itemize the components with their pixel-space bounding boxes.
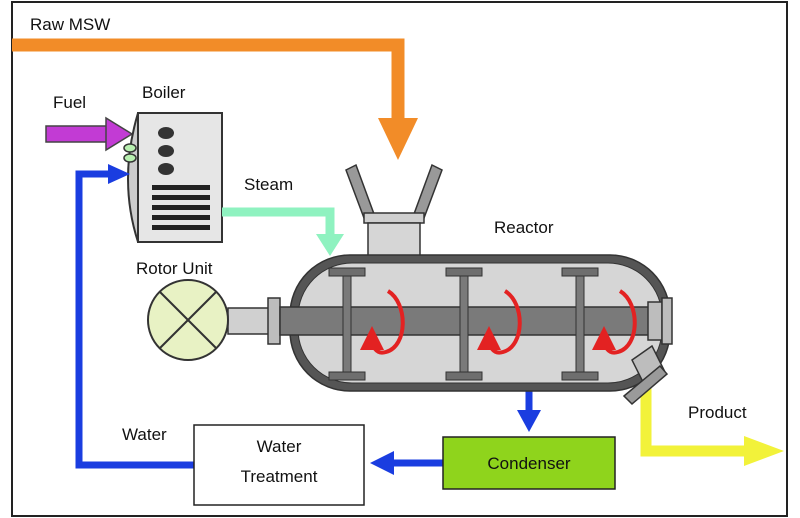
water-treatment-label-line1: Water xyxy=(257,437,302,456)
mixing-arrow-3 xyxy=(592,289,637,355)
water-return-arrow xyxy=(75,164,194,469)
reactor-paddle-3 xyxy=(561,267,599,381)
water-label: Water xyxy=(122,425,167,444)
steam-label: Steam xyxy=(244,175,293,194)
fuel-label: Fuel xyxy=(53,93,86,112)
rotor-unit xyxy=(147,279,229,361)
water-treatment-label-line2: Treatment xyxy=(241,467,318,486)
steam-arrow xyxy=(222,207,344,256)
mixing-arrow-2 xyxy=(477,289,522,355)
raw-msw-label: Raw MSW xyxy=(30,15,110,34)
condenser-to-treatment-arrow xyxy=(370,451,443,475)
product-arrow xyxy=(640,388,784,466)
mixing-arrow-1 xyxy=(360,289,405,355)
product-label: Product xyxy=(688,403,747,422)
fuel-arrow xyxy=(45,116,134,152)
boiler-label: Boiler xyxy=(142,83,186,102)
condenser-label: Condenser xyxy=(487,454,571,473)
reactor-paddle-1 xyxy=(328,267,366,381)
condenser-box xyxy=(442,436,616,490)
reactor-label: Reactor xyxy=(494,218,554,237)
reactor-to-condenser-arrow xyxy=(517,388,541,432)
rotor-unit-label: Rotor Unit xyxy=(136,259,213,278)
reactor-paddle-2 xyxy=(445,267,483,381)
reactor-outlet-nozzle xyxy=(622,344,669,406)
raw-msw-arrow xyxy=(12,38,418,160)
water-treatment-box xyxy=(193,424,365,506)
reactor-hopper xyxy=(345,163,443,269)
boiler xyxy=(123,112,223,243)
diagram-frame xyxy=(11,1,788,517)
